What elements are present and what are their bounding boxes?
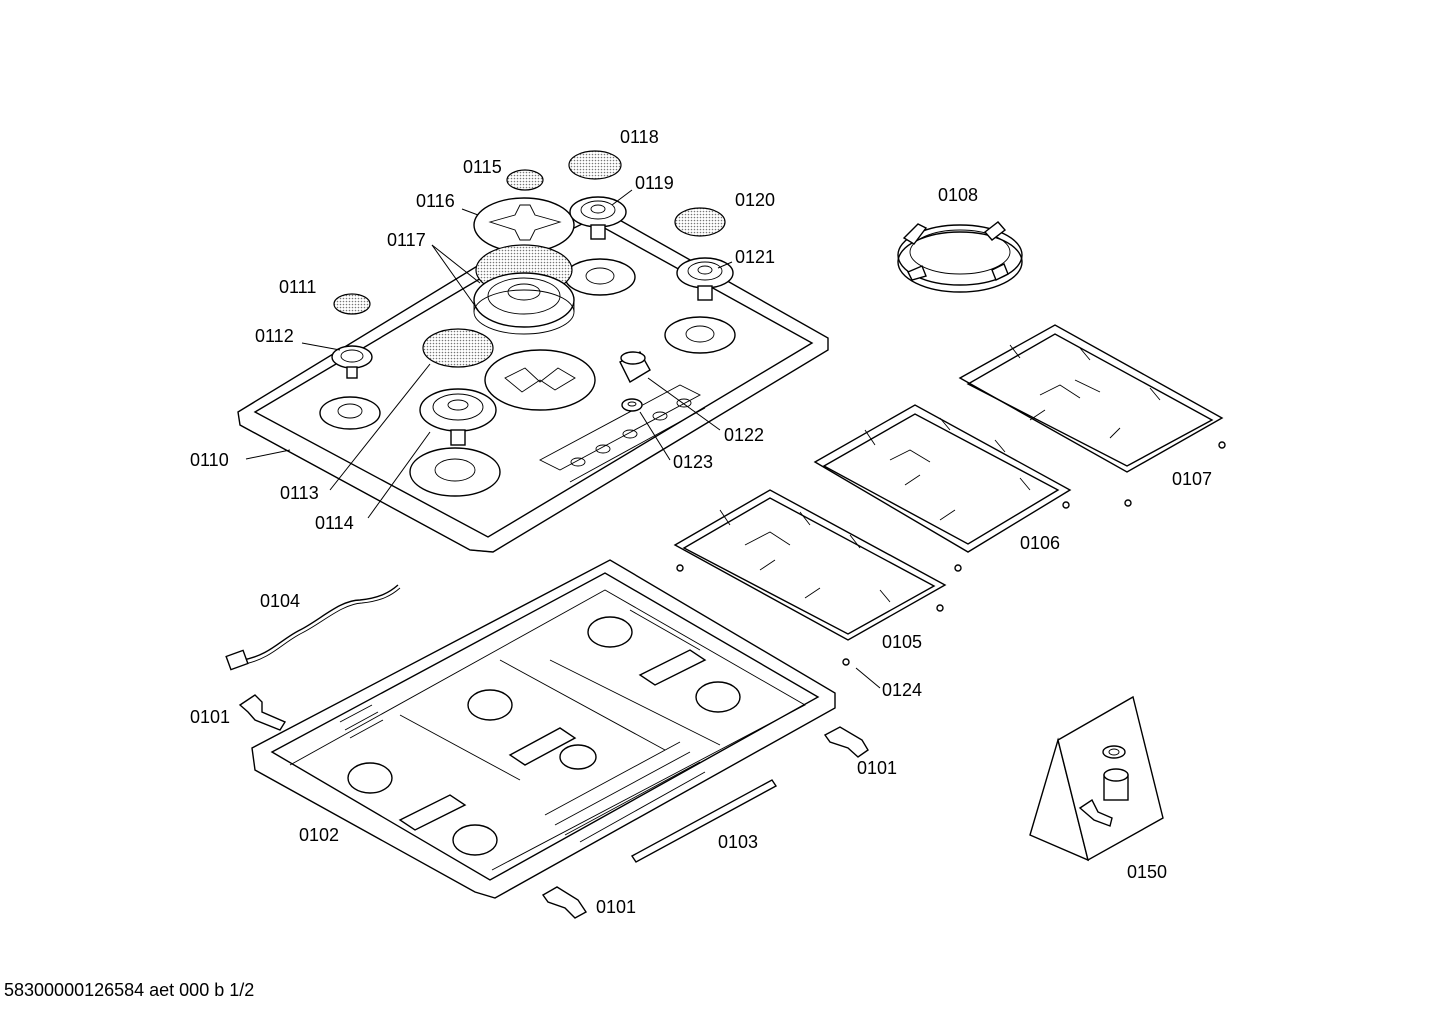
label-0103: 0103 — [718, 832, 758, 852]
label-0124: 0124 — [882, 680, 922, 700]
label-0121: 0121 — [735, 247, 775, 267]
label-0122: 0122 — [724, 425, 764, 445]
label-0106: 0106 — [1020, 533, 1060, 553]
label-0101-bottom: 0101 — [596, 897, 636, 917]
label-0116: 0116 — [416, 191, 455, 211]
pan-support-0106 — [813, 404, 1072, 572]
leader-lines — [245, 189, 881, 689]
label-0105: 0105 — [882, 632, 922, 652]
accessory-bag — [1029, 695, 1164, 862]
vent-grid — [544, 741, 706, 843]
label-0117: 0117 — [387, 230, 426, 250]
label-0113: 0113 — [280, 483, 319, 503]
power-cable — [225, 584, 401, 671]
bottom-tray — [251, 559, 836, 899]
label-0108: 0108 — [938, 185, 978, 205]
label-0107: 0107 — [1172, 469, 1212, 489]
wok-ring-support — [897, 221, 1023, 293]
burner-caps — [331, 150, 734, 446]
label-0102: 0102 — [299, 825, 339, 845]
pan-support-0107 — [958, 324, 1226, 507]
label-0104: 0104 — [260, 591, 300, 611]
label-0101-right: 0101 — [857, 758, 897, 778]
mounting-clip-right — [823, 726, 869, 758]
document-code: 58300000126584 aet 000 b 1/2 — [4, 980, 255, 1000]
label-0114: 0114 — [315, 513, 354, 533]
label-0118: 0118 — [620, 127, 659, 147]
label-0123: 0123 — [673, 452, 713, 472]
label-0111: 0111 — [279, 277, 316, 297]
mounting-clip-bottom — [541, 886, 588, 919]
label-0112: 0112 — [255, 326, 294, 346]
label-0119: 0119 — [635, 173, 674, 193]
label-0120: 0120 — [735, 190, 775, 210]
sealing-strip — [630, 779, 778, 863]
label-0115: 0115 — [463, 157, 502, 177]
mounting-clip-left — [238, 694, 287, 731]
label-0110: 0110 — [190, 450, 229, 470]
part-labels: 0118 0115 0119 0108 0116 0120 0117 0121 … — [190, 127, 1212, 917]
pan-support-0105 — [673, 489, 947, 666]
label-0101-left: 0101 — [190, 707, 230, 727]
label-0150: 0150 — [1127, 862, 1167, 882]
